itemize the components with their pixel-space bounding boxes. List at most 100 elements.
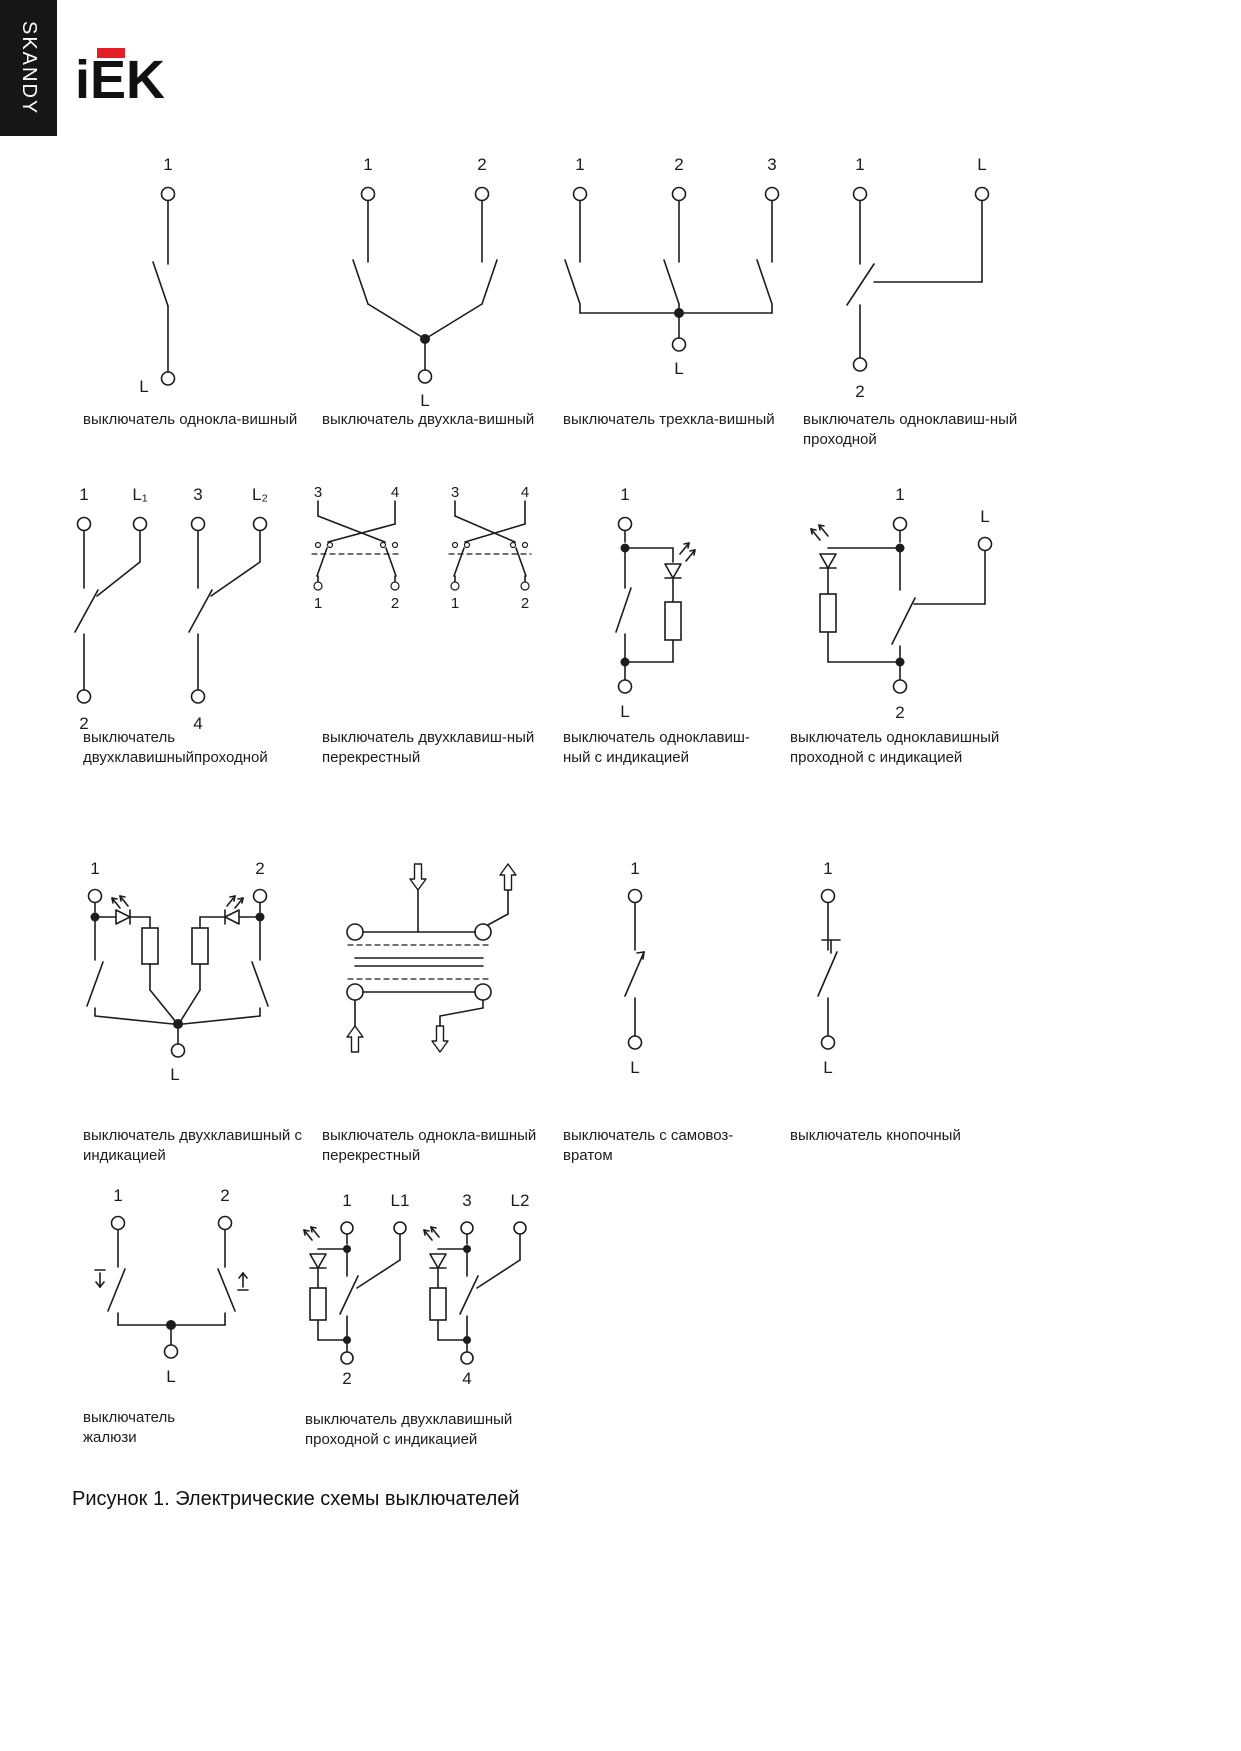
switch-blade [515,547,527,577]
diagram-switch-two-gang-crossover: 3 4 1 2 3 4 1 2 [311,484,532,612]
diagram-switch-push-button: 1 L [817,859,841,1077]
terminal-label: L₁ [132,485,147,504]
diagram-caption: выключатель жалюзи [83,1409,176,1446]
resistor [429,1287,447,1321]
terminal-label: 1 [90,859,99,878]
terminal-label: L [420,391,429,410]
switch-blade [756,259,773,305]
direction-arrow-up [499,863,517,891]
switch-blade [564,259,581,305]
resistor [309,1287,327,1321]
terminal-label: L [674,359,683,378]
terminal-label: L [823,1058,832,1077]
terminal [671,186,687,202]
resistor [664,601,682,641]
switch-blade [385,547,397,577]
led-indicator [303,1226,327,1269]
terminal [474,186,490,202]
terminal-label: 1 [79,485,88,504]
diagram-caption: выключатель трехкла-вишный [563,411,775,428]
terminal [820,888,836,904]
diagram-switch-one-gang-pass-through: 1 L 2 [846,155,990,401]
diagram-caption: выключатель одноклавиш- ный с индикацией [563,729,750,766]
switch-blade [152,261,169,307]
switch-blade [316,547,328,577]
terminal-label: L₂ [252,485,268,504]
diagram-caption: выключатель двухкла-вишный [322,411,535,428]
contact [346,923,364,941]
terminal [974,186,990,202]
terminal-label: 3 [193,485,202,504]
diagram-switch-momentary: 1 L [624,859,645,1077]
terminal [76,689,92,704]
terminal-label: 2 [342,1369,351,1388]
terminal [450,581,460,591]
diagram-switch-two-gang-pass-through-indicator: 1 L1 2 3 L2 [303,1191,530,1388]
terminal-label: 1 [620,485,629,504]
terminal [340,1221,354,1235]
terminal-label: 2 [895,703,904,722]
terminal [460,1351,474,1365]
terminal-label: 1 [630,859,639,878]
terminal [417,369,433,384]
diagram-caption: выключатель с самовоз- вратом [563,1127,734,1164]
terminal [892,516,908,532]
terminal-label: 4 [391,484,399,501]
terminal [360,186,376,202]
terminal [252,516,268,532]
terminal-label: 2 [855,382,864,401]
diagram-switch-three-gang: 1 2 3 L [564,155,780,378]
switch-blade [107,1268,126,1312]
terminal [190,516,206,532]
terminal-label: L2 [511,1191,530,1210]
switch-blade [615,587,632,633]
diagram-caption: выключатель двухклавиш-ный перекрестный [322,729,535,766]
terminal-label: L [977,155,986,174]
terminal-label: 3 [462,1191,471,1210]
terminal [671,337,687,352]
contact [474,983,492,1001]
terminal [627,1035,643,1050]
terminal [390,581,400,591]
contact [521,541,529,549]
switch-blade [217,1268,236,1312]
terminal [460,1221,474,1235]
direction-arrow-up [346,1025,364,1053]
led-indicator [94,895,131,925]
terminal-label: L [139,377,148,396]
terminal-label: 1 [823,859,832,878]
terminal-label: L1 [391,1191,410,1210]
terminal [313,581,323,591]
terminal-label: 2 [674,155,683,174]
terminal [110,1215,126,1231]
switch-blade [663,259,680,305]
figure-caption: Рисунок 1. Электрические схемы выключате… [72,1488,520,1510]
blind-down-arrow [94,1269,106,1288]
switch-blade [251,961,269,1007]
terminal-label: 2 [255,859,264,878]
terminal-label: 4 [193,714,202,733]
led-indicator [810,524,837,569]
switch-blade [459,1275,479,1315]
terminal-label: L [620,702,629,721]
iek-logo-text: iEK [75,50,165,110]
contact [463,541,471,549]
diagram-switch-one-gang-indicator: 1 L [615,485,696,721]
led-indicator [423,1226,447,1269]
diagram-caption: выключатель однокла-вишный перекрестный [322,1127,537,1164]
terminal-label: 2 [521,595,529,612]
contact [474,923,492,941]
contact [509,541,517,549]
terminal [852,186,868,202]
switch-blade [74,589,99,633]
series-brand-bar: SKANDY [0,0,57,136]
blind-up-arrow [237,1272,249,1291]
diagram-caption: выключатель двухклавишныйпроходной [83,729,268,766]
switch-blade [846,263,875,306]
terminal-label: 3 [451,484,459,501]
terminal-label: 1 [342,1191,351,1210]
direction-arrow-down [431,1025,449,1053]
terminal-label: 3 [767,155,776,174]
terminal-label: 1 [363,155,372,174]
switch-blade [453,547,465,577]
